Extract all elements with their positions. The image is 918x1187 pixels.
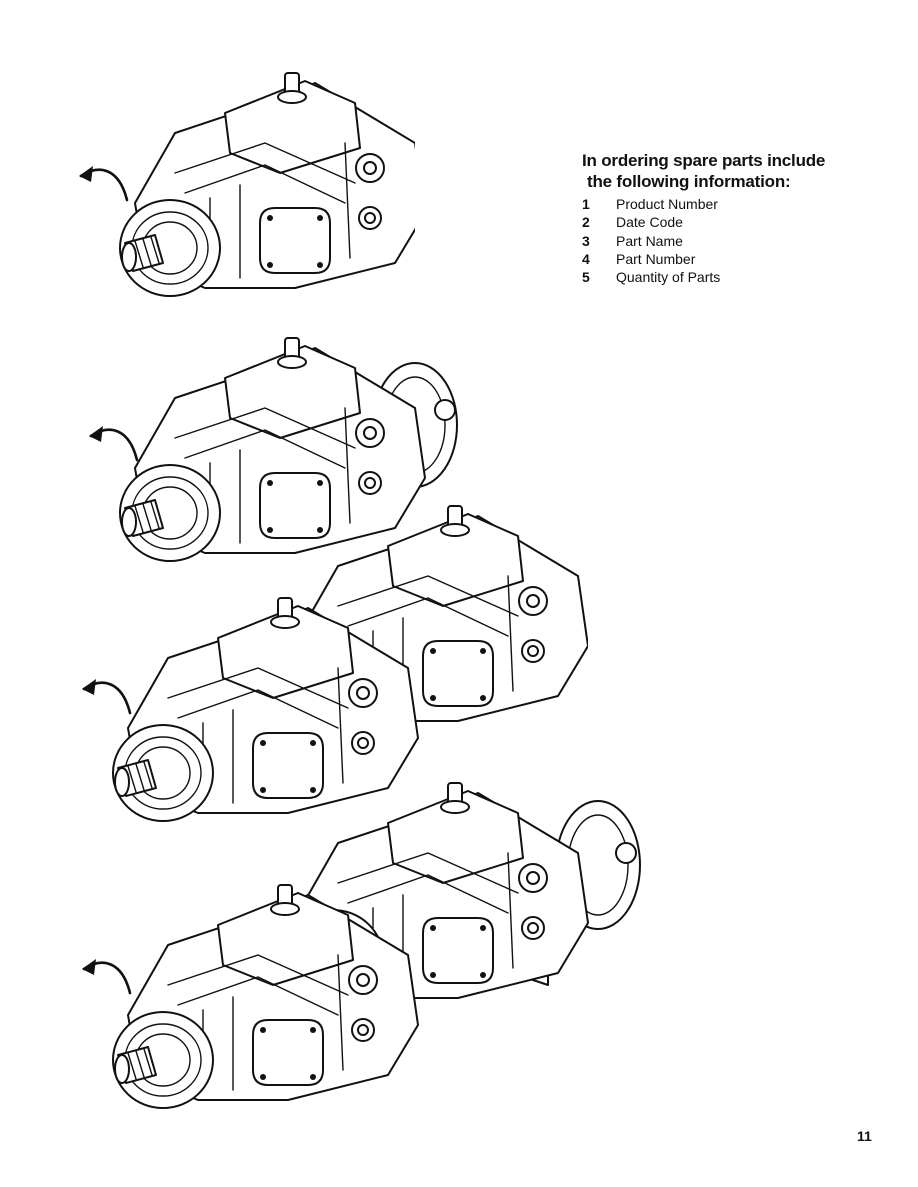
list-item-label: Part Name <box>616 232 683 249</box>
list-item-number: 2 <box>582 214 590 231</box>
list-item: 2 Date Code <box>582 213 902 231</box>
list-item-number: 3 <box>582 232 590 249</box>
list-item-number: 5 <box>582 269 590 286</box>
list-item: 1 Product Number <box>582 195 902 213</box>
pump-illustration-with-aux <box>87 337 458 562</box>
list-item-number: 1 <box>582 196 590 212</box>
ordering-heading-line1: In ordering spare parts include <box>582 151 826 170</box>
list-item: 5 Quantity of Parts <box>582 268 902 286</box>
ordering-info-list: 1 Product Number 2 Date Code 3 Part Name… <box>582 195 902 286</box>
list-item-label: Date Code <box>616 214 683 231</box>
list-item-label: Quantity of Parts <box>616 269 721 286</box>
pump-illustration-single <box>77 72 415 297</box>
list-item-label: Product Number <box>616 196 718 212</box>
list-item: 4 Part Number <box>582 250 902 268</box>
list-item: 3 Part Name <box>582 232 902 250</box>
list-item-number: 4 <box>582 250 590 267</box>
list-item-label: Part Number <box>616 250 696 267</box>
pump-illustration-tandem-with-aux <box>80 782 641 1109</box>
page-number: 11 <box>857 1128 872 1144</box>
ordering-info: In ordering spare parts include the foll… <box>582 150 902 286</box>
ordering-heading-line2: the following information: <box>587 172 791 191</box>
